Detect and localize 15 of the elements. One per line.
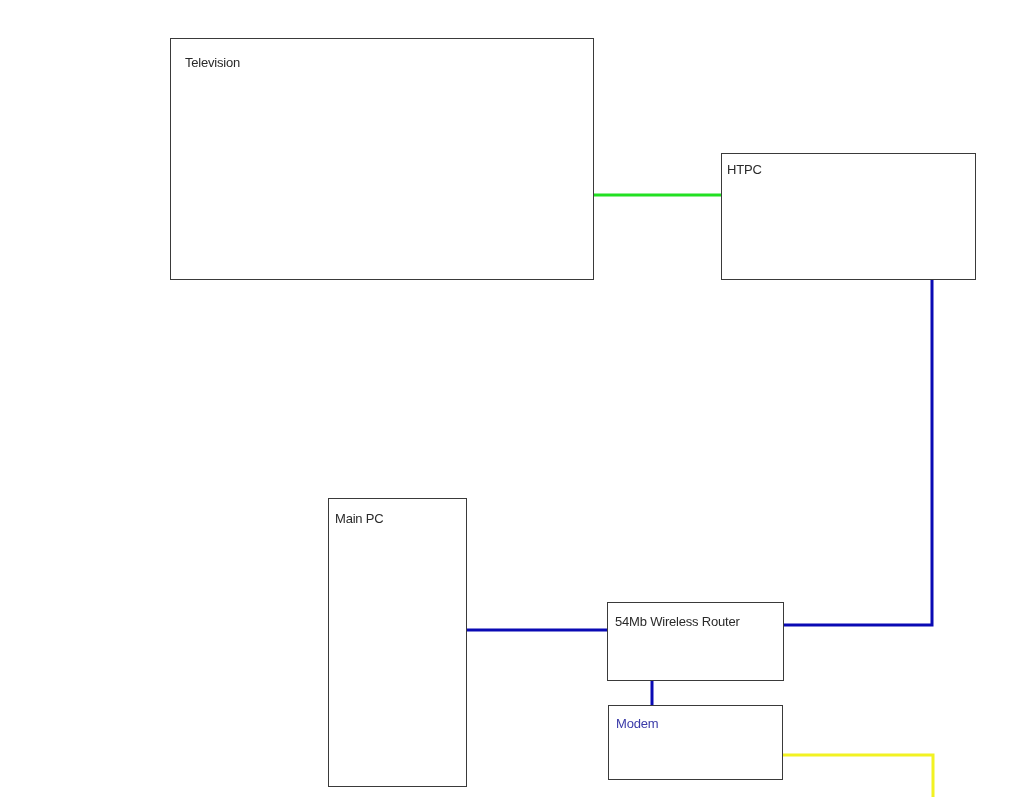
- cable-line: [784, 280, 934, 627]
- cable-line: [650, 681, 654, 705]
- device-label: HTPC: [727, 161, 763, 179]
- device-box: [328, 498, 467, 787]
- device-box: [608, 705, 783, 780]
- device-label: Modem: [616, 715, 660, 733]
- cable-line: [783, 753, 935, 797]
- cable-line: [594, 193, 721, 197]
- device-label: 54Mb Wireless Router: [615, 613, 741, 631]
- cable-line: [467, 628, 607, 632]
- device-box: [721, 153, 976, 280]
- device-label: Television: [185, 54, 242, 72]
- device-box: [607, 602, 784, 681]
- device-box: [170, 38, 594, 280]
- device-label: Main PC: [335, 510, 385, 528]
